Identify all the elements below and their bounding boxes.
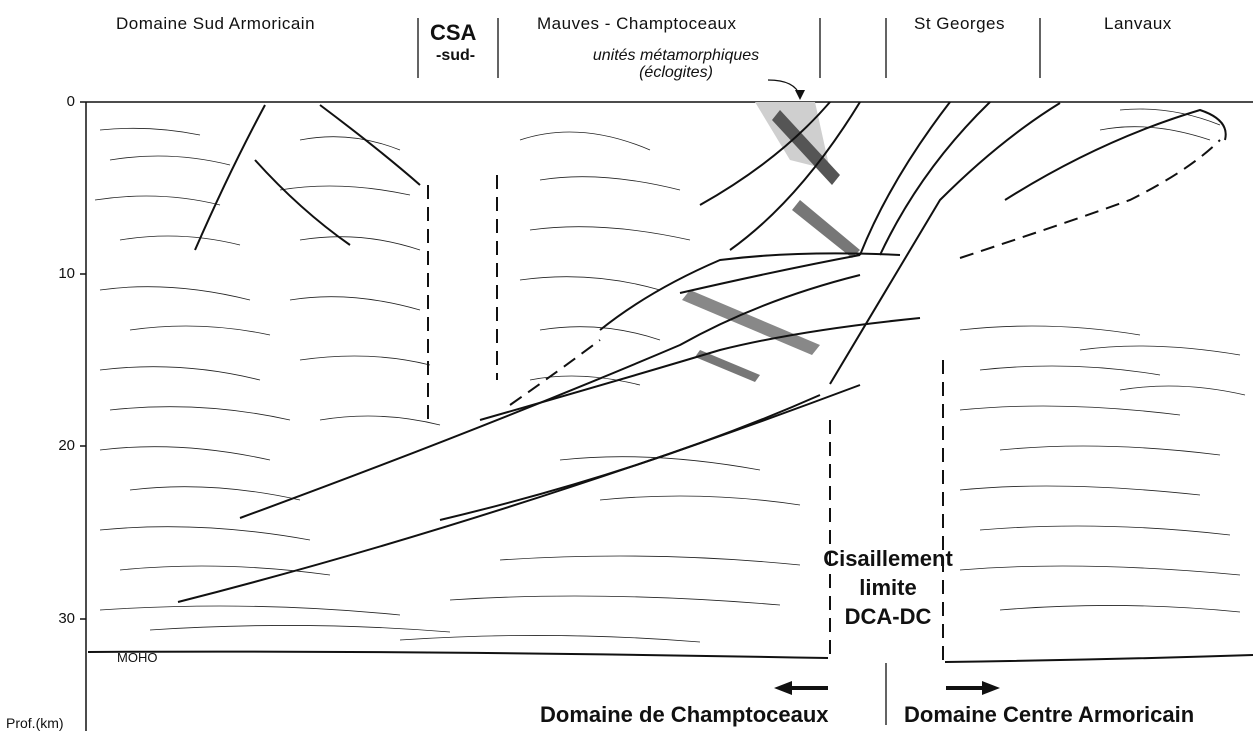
depth-tick-10: 10 (58, 265, 75, 282)
domaine-sud-label: Domaine Sud Armoricain (116, 14, 315, 34)
left-arrow-icon (774, 681, 828, 695)
annotation-arrow-head (795, 90, 805, 100)
right-arrow-icon (946, 681, 1000, 695)
metamorphic-units-line1: unités métamorphiques (571, 47, 781, 64)
shear-zone-line1: Cisaillement (808, 544, 968, 573)
mauves-label: Mauves - Champtoceaux (537, 14, 736, 34)
shear-zone-line2: limite (808, 573, 968, 602)
fabric-texture (95, 109, 1245, 642)
moho-label: MOHO (117, 650, 157, 665)
moho-line (88, 652, 1253, 662)
depth-axis-label: Prof.(km) (6, 715, 64, 731)
depth-tick-0: 0 (67, 93, 75, 110)
csa-label: CSA (430, 20, 476, 46)
lanvaux-label: Lanvaux (1104, 14, 1172, 34)
shear-zone-label: Cisaillement limite DCA-DC (808, 544, 968, 631)
metamorphic-units-label: unités métamorphiques (éclogites) (571, 47, 781, 81)
depth-tick-30: 30 (58, 610, 75, 627)
csa-sub-label: -sud- (436, 47, 475, 65)
depth-tick-20: 20 (58, 437, 75, 454)
metamorphic-units-line2: (éclogites) (571, 64, 781, 81)
shear-zone-line3: DCA-DC (808, 602, 968, 631)
st-georges-label: St Georges (914, 14, 1005, 34)
annotation-arrow-icon (768, 80, 800, 96)
domaine-centre-armoricain-label: Domaine Centre Armoricain (904, 702, 1194, 728)
domaine-champtoceaux-label: Domaine de Champtoceaux (540, 702, 829, 728)
axis-ticks (80, 102, 86, 619)
